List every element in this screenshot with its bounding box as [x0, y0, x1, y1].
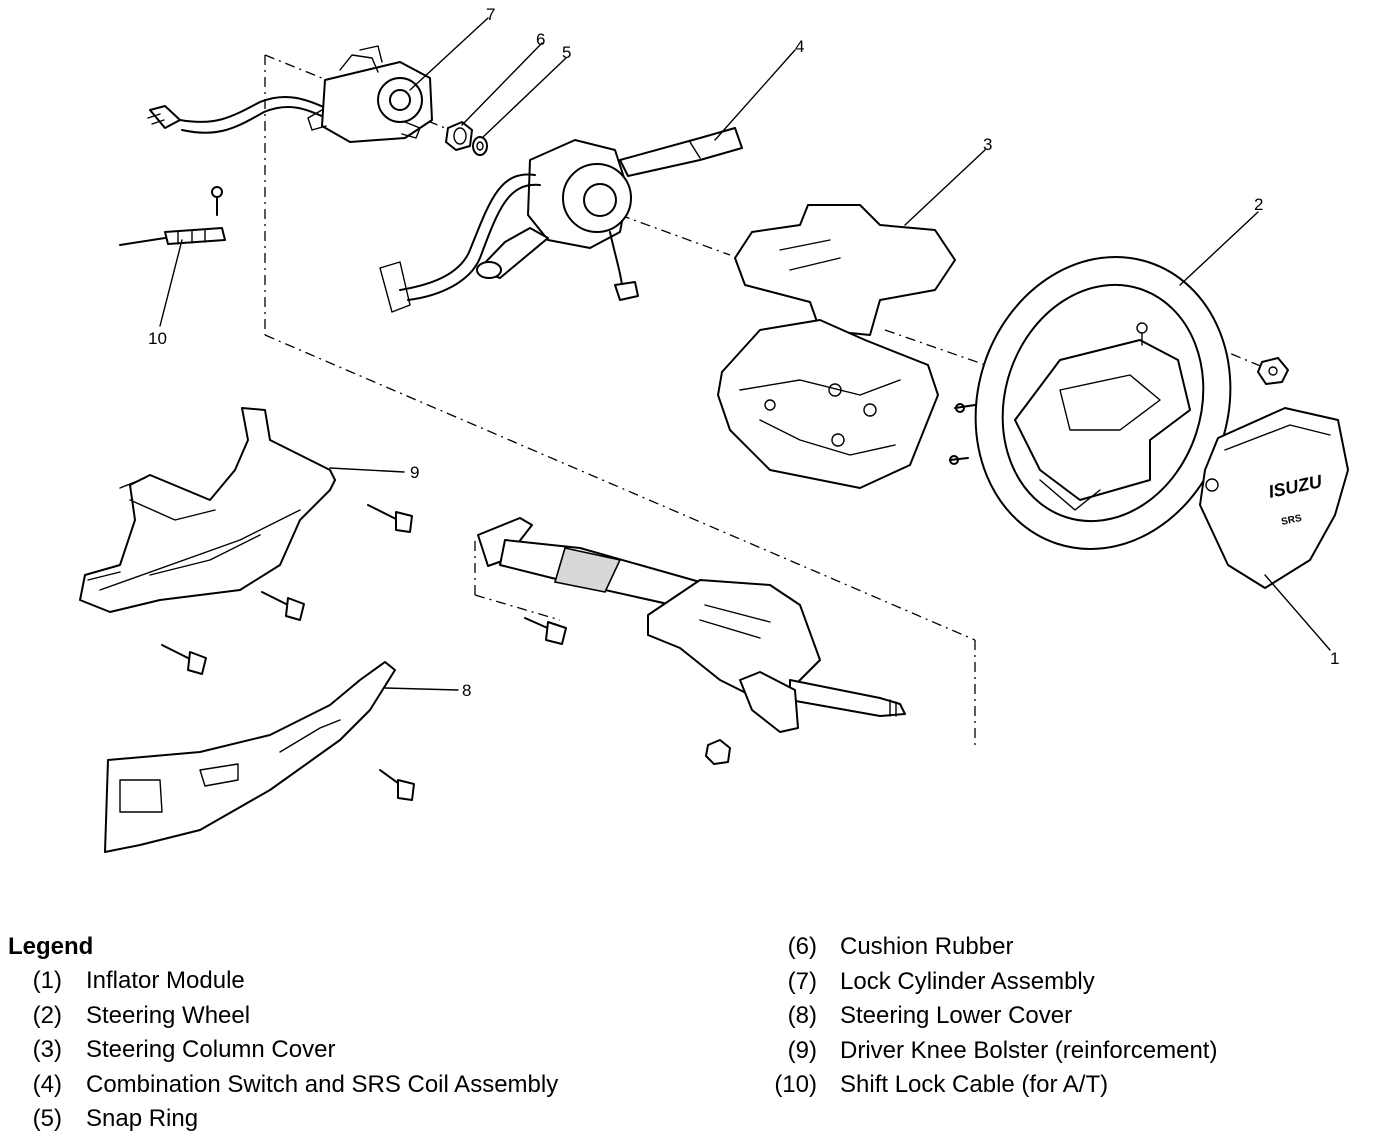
callout-2: 2	[1254, 195, 1263, 214]
shift-lock-cable	[119, 186, 226, 246]
driver-knee-bolster	[79, 407, 336, 613]
callout-6: 6	[536, 30, 545, 49]
steering-wheel-nut	[1257, 357, 1289, 385]
steering-lower-cover	[104, 661, 396, 853]
column-bolt	[524, 617, 567, 645]
callout-5: 5	[562, 43, 571, 62]
lock-cylinder-assembly	[147, 45, 433, 143]
legend-item: (4) Combination Switch and SRS Coil Asse…	[32, 1070, 559, 1098]
callout-10: 10	[148, 329, 167, 348]
legend-title: Legend	[8, 933, 94, 960]
snap-ring	[472, 136, 488, 156]
legend: Legend (1) Inflator Module (2) Steering …	[0, 930, 1376, 1142]
callout-4: 4	[795, 37, 804, 56]
legend-item: (9) Driver Knee Bolster (reinforcement)	[787, 1036, 1218, 1064]
bolster-bolts	[161, 504, 413, 675]
assembly-guide-lines	[264, 54, 1271, 750]
legend-item: (5) Snap Ring	[32, 1105, 199, 1132]
legend-item: (2) Steering Wheel	[32, 1001, 251, 1029]
steering-column-cover	[717, 204, 956, 489]
legend-item: (10) Shift Lock Cable (for A/T)	[774, 1071, 1109, 1098]
callout-8: 8	[462, 681, 471, 700]
legend-item: (6) Cushion Rubber	[787, 933, 1014, 960]
inflator-module: ISUZU SRS	[1199, 407, 1349, 589]
steering-column-shaft	[477, 517, 906, 765]
callout-1: 1	[1330, 649, 1339, 668]
exploded-view-diagram: ISUZU SRS	[79, 5, 1349, 853]
callout-7: 7	[486, 5, 495, 24]
legend-item: (7) Lock Cylinder Assembly	[787, 967, 1095, 995]
cushion-rubber	[445, 121, 473, 151]
leader-lines	[159, 17, 1331, 691]
callout-9: 9	[410, 463, 419, 482]
legend-item: (3) Steering Column Cover	[32, 1036, 336, 1063]
wheel-screws	[949, 403, 976, 465]
steering-wheel	[974, 256, 1232, 550]
callout-3: 3	[983, 135, 992, 154]
combination-switch-srs-coil	[379, 127, 743, 313]
legend-item: (1) Inflator Module	[32, 967, 245, 994]
airbag-badge-text: SRS	[1280, 513, 1303, 528]
lower-cover-screw	[379, 769, 415, 801]
legend-item: (8) Steering Lower Cover	[787, 1002, 1073, 1029]
